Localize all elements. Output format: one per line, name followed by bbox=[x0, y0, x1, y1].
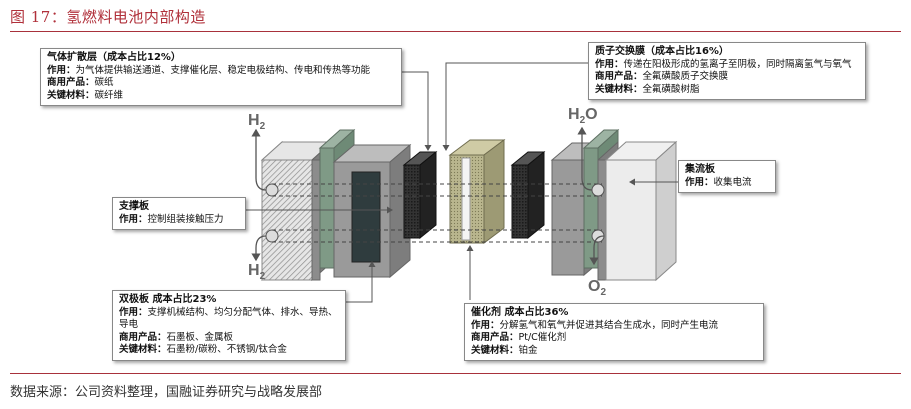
left-catalyst-layer bbox=[402, 150, 438, 240]
gdl-heading: 气体扩散层（成本占比12%） bbox=[47, 52, 181, 63]
right-end-plate bbox=[604, 140, 678, 282]
collector-heading: 集流板 bbox=[685, 164, 715, 175]
pem-materials: 全氟磺酸树脂 bbox=[642, 83, 700, 95]
left-bipolar-plate bbox=[332, 143, 412, 279]
gas-arrows bbox=[251, 126, 605, 266]
callout-gas-diffusion-layer: 气体扩散层（成本占比12%） 作用：为气体提供输送通道、支撑催化层、稳定电极结构… bbox=[40, 48, 402, 106]
callout-bipolar-plate: 双极板 成本占比23% 作用：支撑机械结构、均匀分配气体、排水、导热、导电 商用… bbox=[112, 290, 346, 361]
gas-label-h2o: H2O bbox=[568, 106, 598, 127]
title-rule bbox=[10, 31, 901, 32]
figure-source: 数据来源：公司资料整理，国融证券研究与战略发展部 bbox=[10, 385, 323, 400]
callout-leaders bbox=[246, 62, 678, 303]
bipolar-products: 石墨板、金属板 bbox=[166, 331, 234, 343]
bipolar-heading: 双极板 成本占比23% bbox=[119, 294, 217, 305]
membrane-electrode-assembly bbox=[448, 139, 506, 244]
left-support-plate bbox=[260, 140, 334, 282]
gdl-products: 碳纸 bbox=[94, 77, 114, 88]
callout-proton-exchange-membrane: 质子交换膜（成本占比16%） 作用：传递在阳极形成的氢离子至阴极，同时隔离氢气与… bbox=[588, 42, 866, 100]
flow-lines bbox=[272, 183, 602, 243]
catalyst-heading: 催化剂 成本占比36% bbox=[471, 307, 569, 318]
bipolar-role: 支撑机械结构、均匀分配气体、排水、导热、导电 bbox=[119, 306, 338, 331]
gdl-materials: 碳纤维 bbox=[94, 89, 124, 101]
pem-heading: 质子交换膜（成本占比16%） bbox=[595, 46, 729, 57]
callout-catalyst: 催化剂 成本占比36% 作用：分解氢气和氧气并促进其结合生成水，同时产生电流 商… bbox=[464, 303, 764, 361]
gas-label-o2: O2 bbox=[588, 278, 607, 299]
support-heading: 支撑板 bbox=[119, 201, 149, 212]
figure-title: 图 17：氢燃料电池内部构造 bbox=[10, 8, 206, 26]
support-role: 控制组装接触压力 bbox=[147, 213, 224, 225]
gas-label-h2-top: H2 bbox=[248, 112, 266, 133]
right-catalyst-layer bbox=[510, 150, 546, 240]
catalyst-role: 分解氢气和氧气并促进其结合生成水，同时产生电流 bbox=[499, 319, 719, 331]
gas-label-h2-bottom: H2 bbox=[248, 262, 266, 283]
pem-role: 传递在阳极形成的氢离子至阴极，同时隔离氢气与氧气 bbox=[623, 58, 852, 70]
catalyst-materials: 铂金 bbox=[518, 344, 538, 356]
collector-role: 收集电流 bbox=[713, 176, 752, 188]
source-rule bbox=[10, 373, 901, 374]
bipolar-materials: 石墨粉/碳粉、不锈钢/钛合金 bbox=[166, 344, 287, 355]
gdl-role: 为气体提供输送通道、支撑催化层、稳定电极结构、传电和传热等功能 bbox=[75, 64, 371, 76]
pem-products: 全氟磺酸质子交换膜 bbox=[642, 71, 729, 82]
callout-support-plate: 支撑板 作用：控制组装接触压力 bbox=[112, 197, 246, 230]
catalyst-products: Pt/C催化剂 bbox=[518, 332, 567, 343]
callout-current-collector: 集流板 作用：收集电流 bbox=[678, 160, 776, 193]
